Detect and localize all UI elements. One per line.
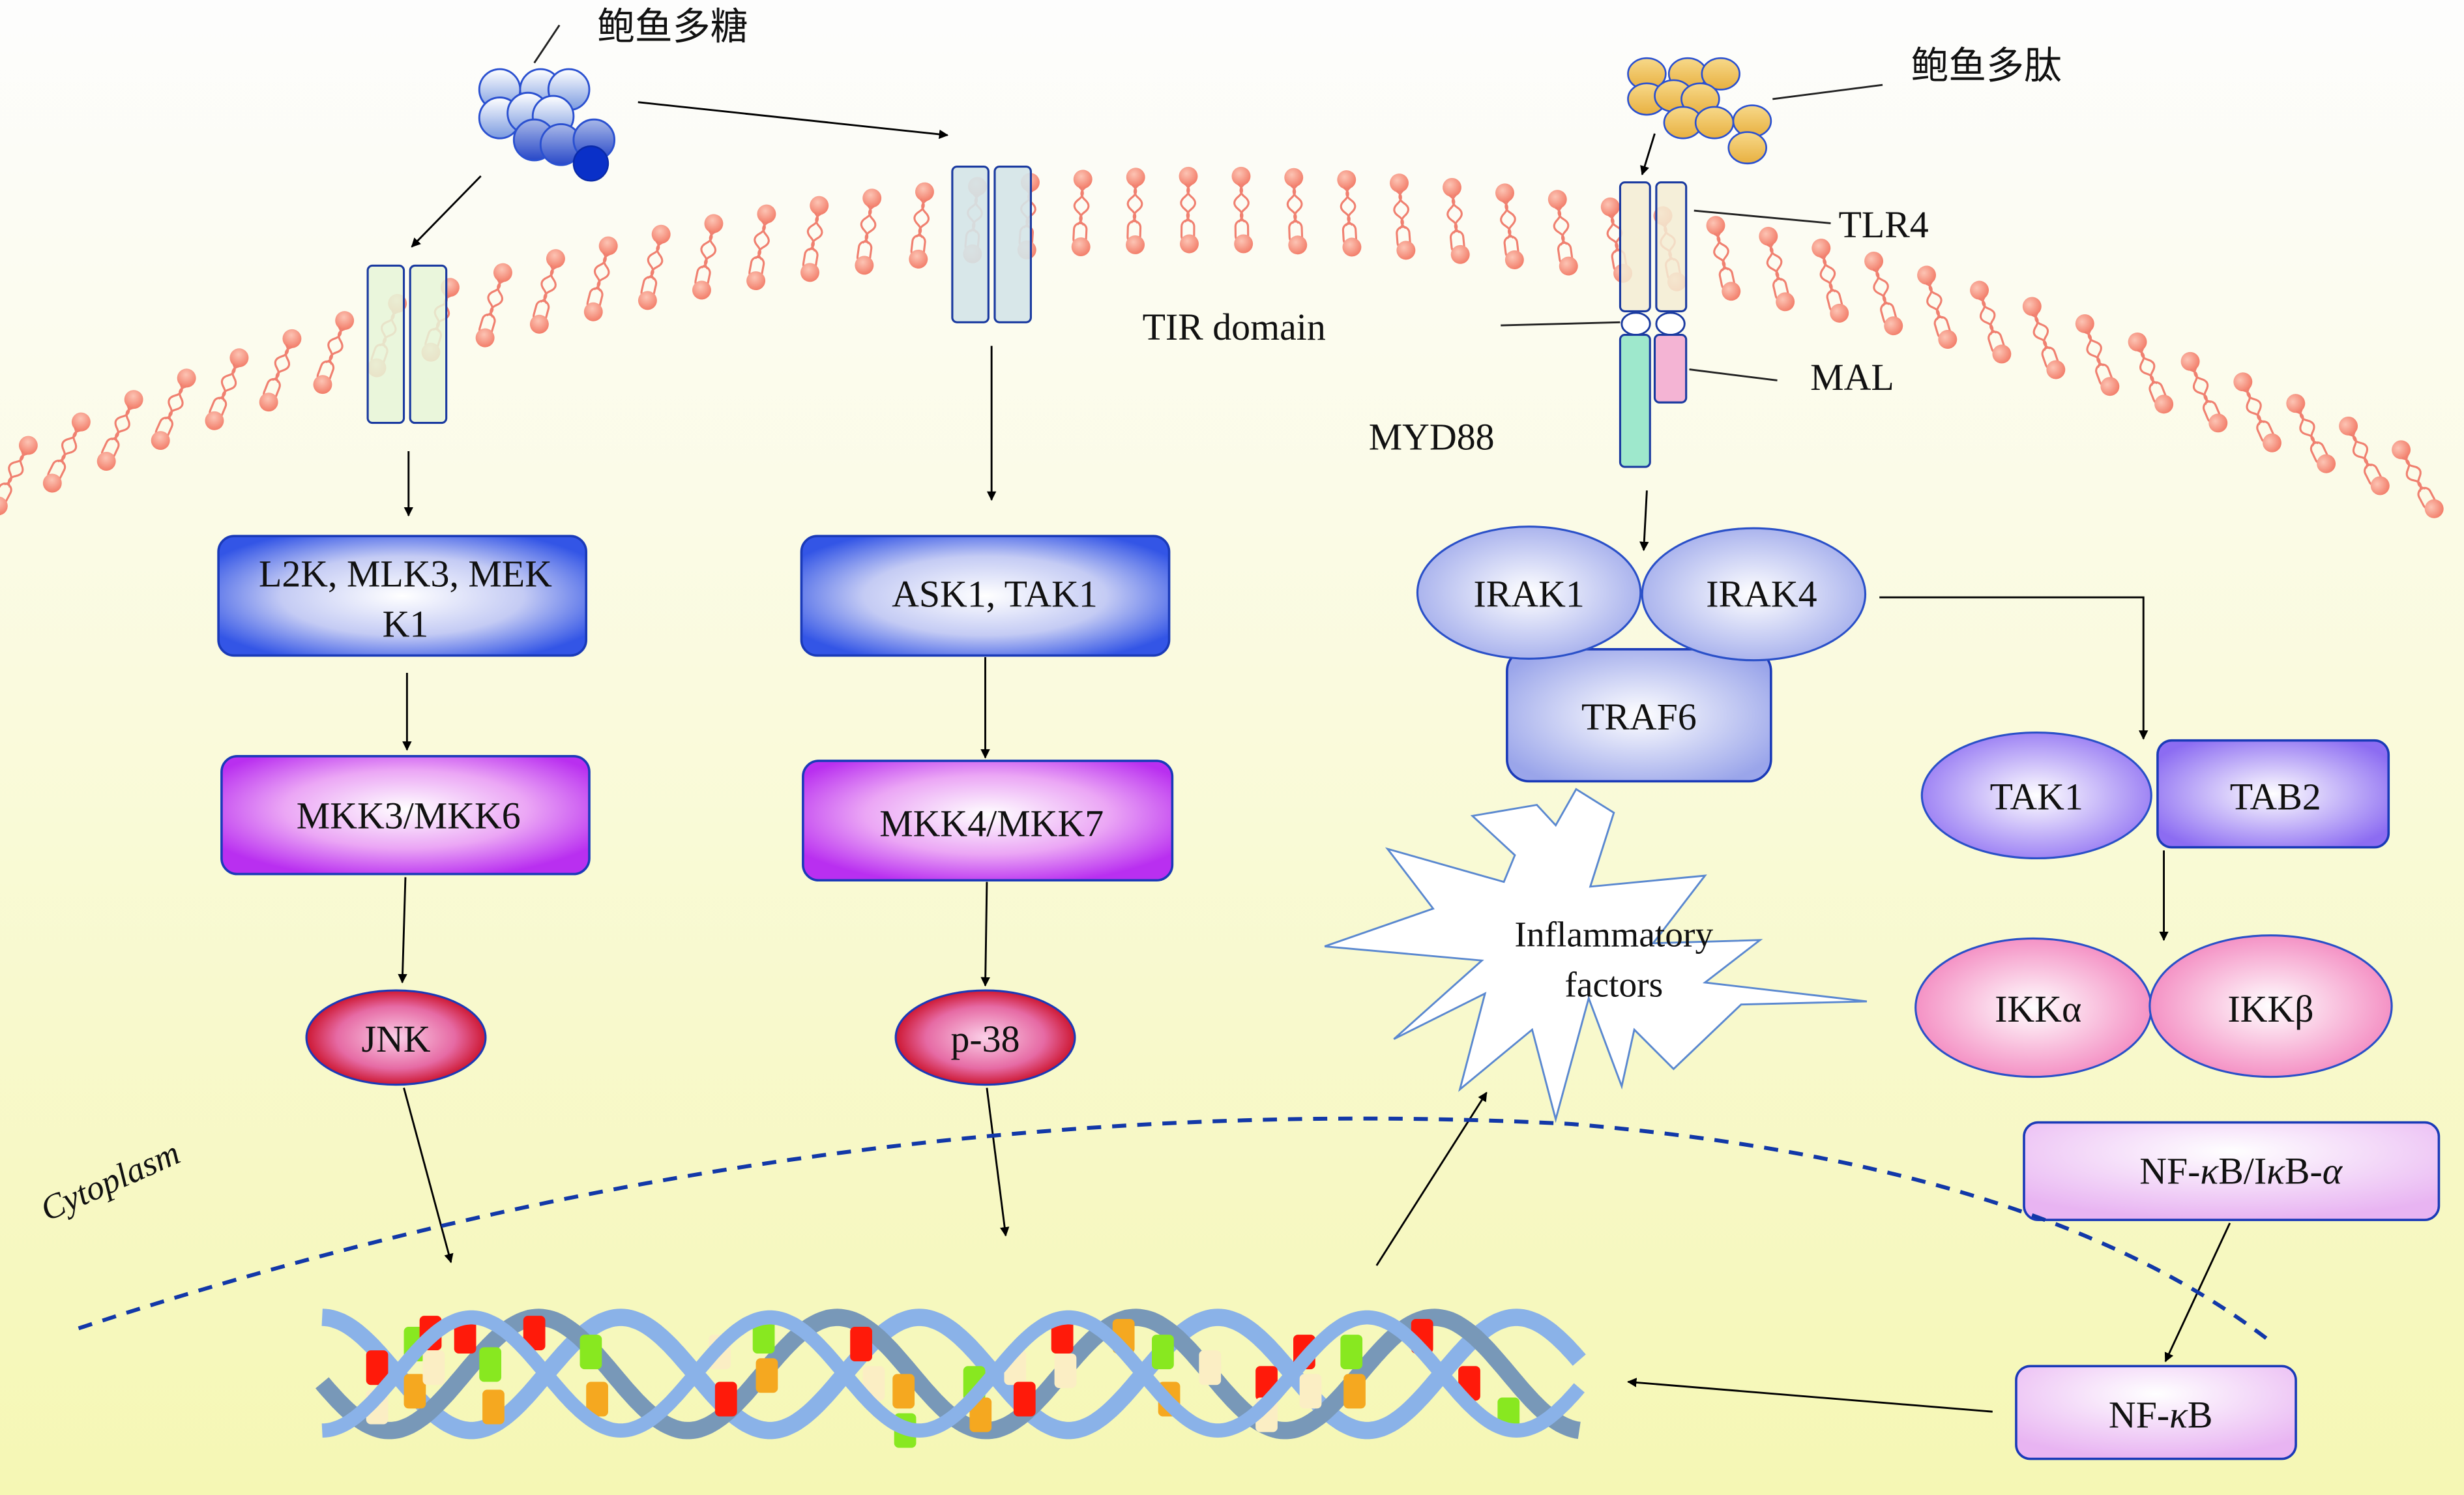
polysaccharide-cluster — [478, 68, 616, 182]
mkk4-mkk7-label: MKK4/MKK7 — [879, 803, 1104, 845]
dna-base-pair — [586, 1382, 608, 1417]
traf6-label: TRAF6 — [1581, 696, 1697, 738]
dna-base-pair — [850, 1327, 872, 1362]
dna-base-pair — [479, 1347, 502, 1382]
inflammatory-factors-label-line2: factors — [1564, 965, 1663, 1005]
dna-base-pair — [482, 1389, 505, 1425]
ikk-alpha-label: IKKα — [1995, 988, 2081, 1030]
arrow-jnk-to-dna — [403, 1088, 454, 1264]
myd88-label: MYD88 — [1369, 416, 1495, 458]
mal-label: MAL — [1810, 356, 1894, 398]
tir-domain-right — [1655, 312, 1686, 336]
arrow-peptide-to-tlr4 — [1640, 133, 1656, 176]
tlr4-receptor — [1619, 181, 1688, 468]
polysaccharide-leader-line — [533, 24, 561, 64]
p38-label: p-38 — [950, 1018, 1019, 1060]
arrow-nfkb-to-dna — [1627, 1378, 1993, 1413]
ask1-tak1-box — [800, 535, 1171, 657]
dna-base-pair — [1013, 1382, 1036, 1417]
dna-base-pair — [403, 1374, 426, 1409]
inflammatory-factors-burst — [1324, 788, 1868, 1123]
polysaccharide-label: 鲍鱼多糖 — [597, 4, 748, 48]
arrow-polysaccharide-to-receptor1 — [411, 175, 482, 248]
peptide-leader-line — [1772, 83, 1883, 100]
dna-base-pair — [752, 1318, 775, 1354]
tir-domain-label: TIR domain — [1143, 306, 1326, 348]
tak1-label: TAK1 — [1990, 776, 2083, 818]
irak4-label: IRAK4 — [1706, 573, 1817, 615]
p38-node — [894, 989, 1076, 1086]
nfkb-ikb-complex-box — [2023, 1121, 2441, 1221]
dna-strand — [321, 1309, 1586, 1440]
nfkb-label: NF-κB — [2109, 1393, 2213, 1436]
arrow-mkk47-to-p38 — [980, 881, 990, 987]
dna-base-pair — [892, 1374, 915, 1409]
dna-base-pair — [523, 1316, 546, 1351]
tab2-label: TAB2 — [2230, 776, 2321, 818]
myd88-bar — [1619, 334, 1651, 468]
nfkb-box — [2015, 1365, 2297, 1460]
ikk-beta-node — [2149, 934, 2393, 1078]
mapkkk-label-line2: K1 — [383, 603, 429, 645]
mal-leader-line — [1689, 368, 1778, 381]
irak1-label: IRAK1 — [1473, 573, 1584, 615]
mapkkk-box-jnk — [217, 535, 588, 657]
dna-base-pair — [1152, 1335, 1174, 1370]
peptide-label: 鲍鱼多肽 — [1911, 44, 2061, 88]
receptor-p38-pathway — [951, 166, 1032, 323]
dna-base-pair — [1343, 1374, 1366, 1409]
peptide-cluster — [1627, 57, 1772, 165]
dna-base-pair — [579, 1335, 602, 1370]
ask1-tak1-label: ASK1, TAK1 — [892, 573, 1098, 615]
irak1-node — [1416, 525, 1642, 660]
traf6-box — [1506, 647, 1772, 783]
dna-base-pair — [1340, 1335, 1363, 1370]
tab2-box — [2156, 739, 2390, 849]
dna-base-pair — [1054, 1353, 1077, 1389]
mapkkk-label-line1: L2K, MLK3, MEK — [259, 552, 552, 595]
dna-base-pair — [454, 1318, 477, 1354]
arrow-irak4-to-tak1 — [1879, 596, 2149, 740]
tlr4-label: TLR4 — [1839, 203, 1929, 246]
nfkb-ikb-label: NF-κB/IκB-α — [2139, 1150, 2343, 1192]
dna-base-pair — [422, 1350, 445, 1385]
jnk-node — [305, 989, 487, 1086]
arrow-polysaccharide-to-receptor2 — [638, 101, 949, 140]
irak4-node — [1641, 527, 1867, 662]
tir-domain-left — [1621, 312, 1651, 336]
dna-helix — [315, 1309, 1586, 1448]
dna-base-pair — [714, 1382, 737, 1417]
tlr4-leader-line — [1694, 209, 1831, 224]
ikk-beta-label: IKKβ — [2227, 988, 2313, 1030]
dna-base-pair — [1051, 1318, 1074, 1354]
mkk3-mkk6-label: MKK3/MKK6 — [297, 795, 521, 837]
dna-base-pair — [755, 1358, 778, 1393]
mkk3-mkk6-box — [220, 754, 591, 876]
inflammatory-factors-label-line1: Inflammatory — [1514, 915, 1713, 955]
jnk-label: JNK — [361, 1018, 430, 1060]
receptor-jnk-pathway — [366, 264, 448, 424]
arrow-myd88-to-irak — [1639, 490, 1649, 552]
tak1-node — [1920, 732, 2152, 860]
arrow-mkk36-to-jnk — [398, 877, 407, 984]
dna-base-pair — [366, 1350, 389, 1385]
tir-leader-line — [1501, 321, 1621, 327]
nuclear-envelope — [78, 1116, 2276, 1346]
mal-bar — [1653, 334, 1688, 404]
arrow-p38-to-dna — [986, 1088, 1010, 1237]
dna-base-pair — [1199, 1350, 1222, 1385]
mkk4-mkk7-box — [802, 760, 1174, 882]
dna-base-pair — [1299, 1374, 1322, 1409]
dna-strand — [321, 1310, 1585, 1438]
